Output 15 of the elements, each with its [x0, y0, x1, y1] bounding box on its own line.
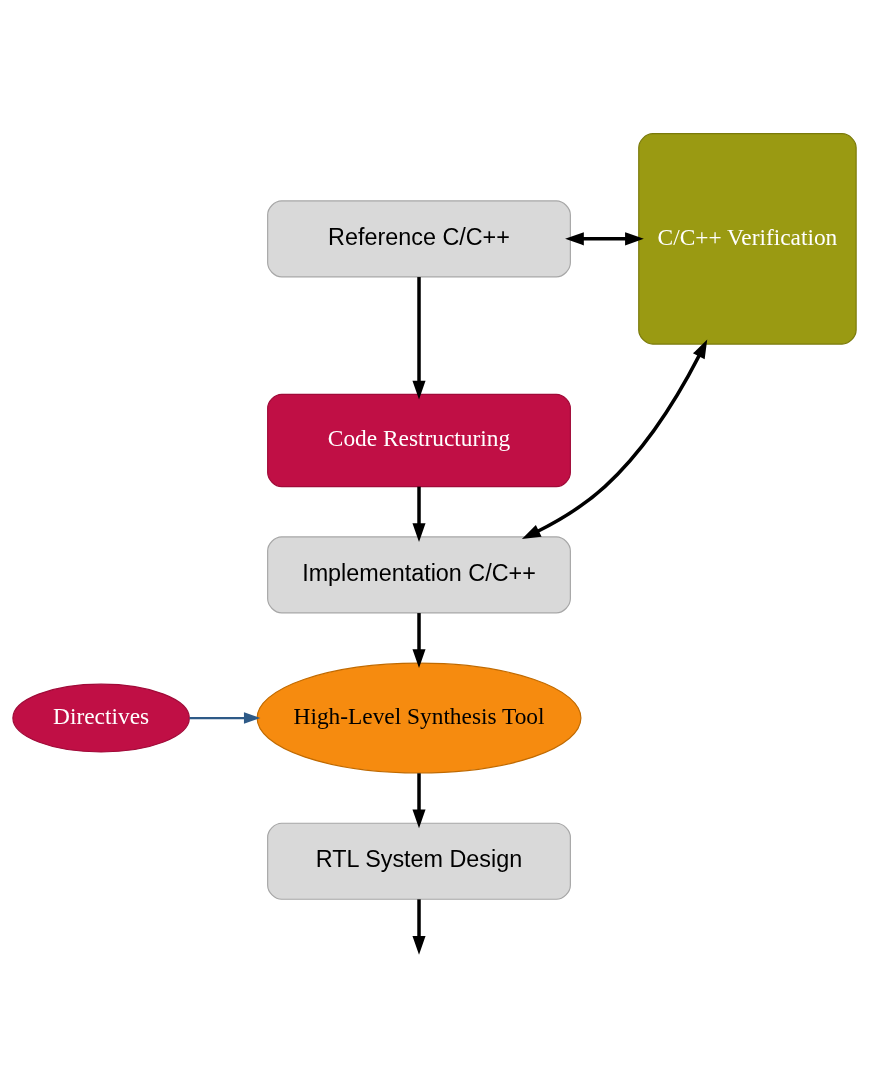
- arrow: [189, 712, 261, 724]
- arrow: [412, 277, 426, 400]
- arrow: [412, 613, 426, 668]
- node-box: RTL System Design: [267, 822, 571, 900]
- node-ellipse: Directives: [12, 683, 190, 753]
- node-box: C/C++ Verification: [638, 133, 857, 345]
- arrow: [412, 773, 426, 829]
- node-box: Reference C/C++: [267, 200, 571, 278]
- arrow: [412, 486, 426, 543]
- arrow: [412, 899, 426, 955]
- node-ellipse: High-Level Synthesis Tool: [256, 662, 582, 774]
- arrow: [521, 339, 708, 540]
- node-box: Implementation C/C++: [267, 536, 571, 614]
- arrow: [565, 232, 644, 246]
- node-box: Code Restructuring: [267, 393, 571, 488]
